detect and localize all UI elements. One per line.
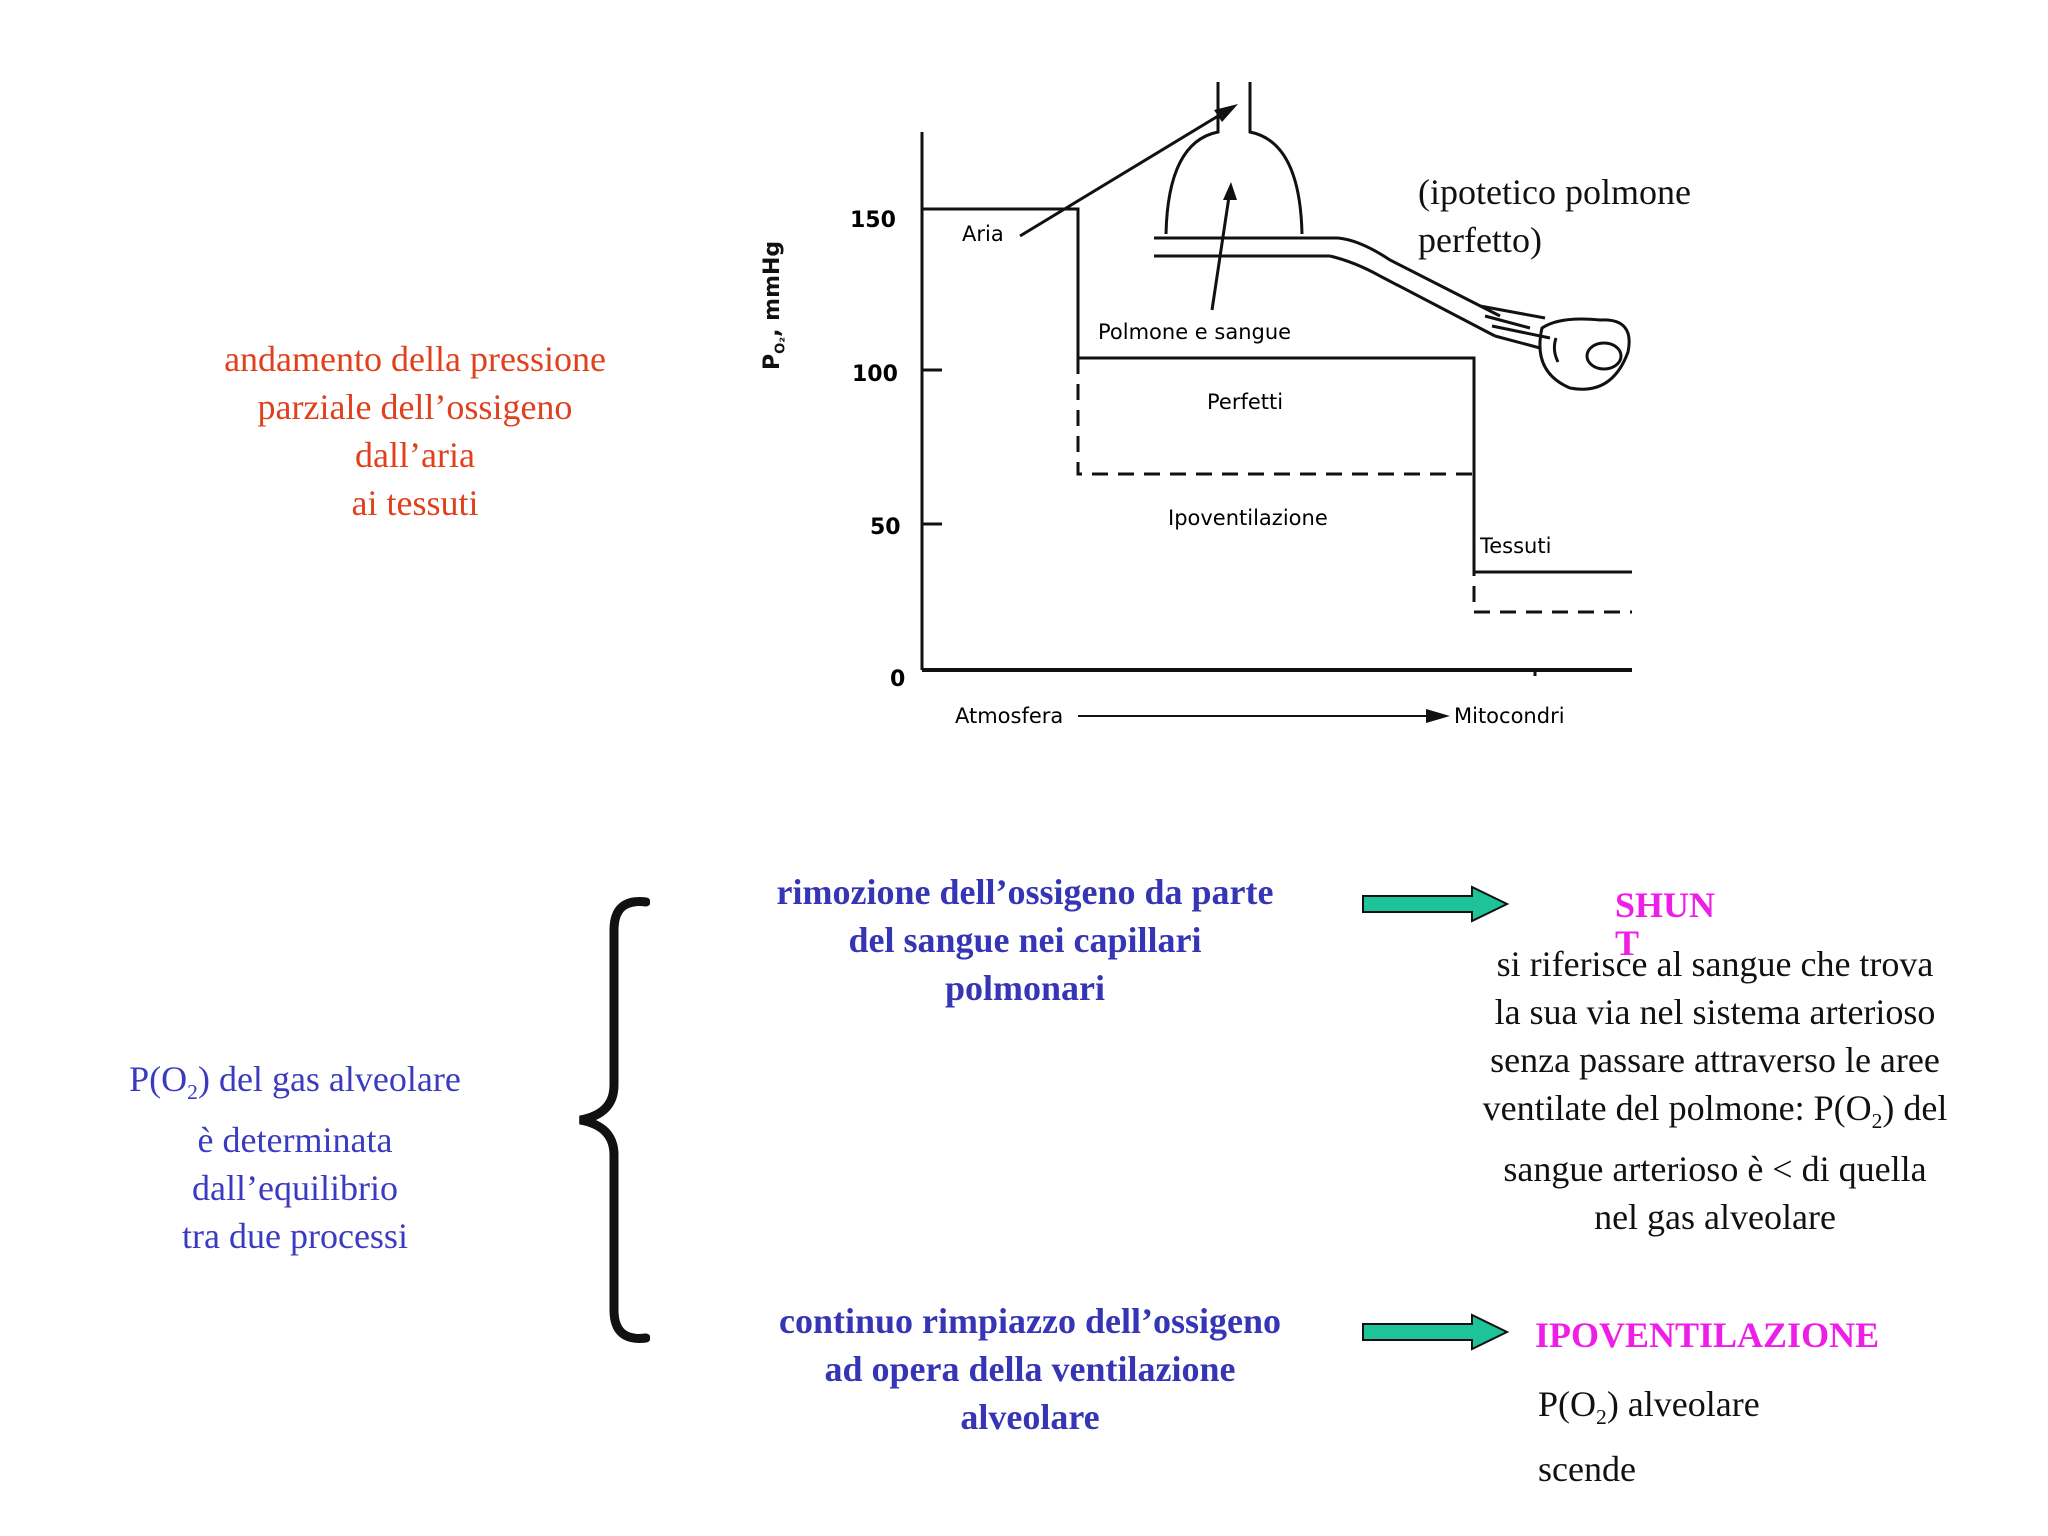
- shunt-line: ventilate del polmone: P(O2) del: [1445, 1084, 1985, 1145]
- label-polmone-sangue: Polmone e sangue: [1098, 320, 1292, 344]
- label-atmosfera: Atmosfera: [955, 704, 1064, 728]
- y-axis-unit: mmHg: [760, 240, 785, 321]
- figure-caption: (ipotetico polmone perfetto): [1418, 168, 1691, 264]
- title-line: dall’aria: [355, 435, 475, 475]
- left-line: dall’equilibrio: [192, 1168, 398, 1209]
- shunt-line: nel gas alveolare: [1594, 1197, 1836, 1238]
- y-axis-symbol: P: [760, 353, 785, 370]
- caption-line: perfetto): [1418, 220, 1542, 260]
- label-tessuti: Tessuti: [1480, 534, 1552, 558]
- left-line: P(O2) del gas alveolare: [80, 1055, 510, 1116]
- label-aria: Aria: [962, 222, 1004, 246]
- left-line-sub: 2: [187, 1080, 198, 1105]
- left-line-post: ) del gas alveolare: [197, 1059, 461, 1099]
- label-mitocondri: Mitocondri: [1454, 704, 1565, 728]
- label-perfetti: Perfetti: [1207, 390, 1284, 414]
- shunt-line-sub: 2: [1871, 1109, 1883, 1134]
- curly-brace: [579, 897, 650, 1343]
- tick-50: 50: [870, 515, 901, 540]
- y-axis-subscript: O₂: [773, 336, 789, 354]
- arrow-right-icon: [1362, 1313, 1510, 1351]
- arrow-right-icon: [1362, 885, 1510, 923]
- shunt-title: SHUNT: [1615, 885, 1716, 963]
- slide-title: andamento della pressione parziale dell’…: [150, 335, 680, 527]
- process-line: rimozione dell’ossigeno da parte: [776, 872, 1274, 912]
- y-axis-label: PO₂, mmHg: [760, 240, 789, 370]
- ipo-line-sub: 2: [1596, 1405, 1607, 1430]
- label-ipoventilazione: Ipoventilazione: [1168, 506, 1328, 530]
- process-line: continuo rimpiazzo dell’ossigeno: [779, 1301, 1281, 1341]
- tick-150: 150: [850, 208, 896, 233]
- process-line: alveolare: [960, 1397, 1100, 1437]
- ipo-line-post: ) alveolare: [1606, 1384, 1760, 1424]
- shunt-line: senza passare attraverso le aree: [1490, 1040, 1940, 1080]
- perfect-curve: [922, 207, 1632, 574]
- process-removal: rimozione dell’ossigeno da parte del san…: [725, 868, 1325, 1012]
- po2-diagram: [920, 82, 1632, 723]
- title-line: andamento della pressione: [224, 339, 606, 379]
- caption-line: (ipotetico polmone: [1418, 172, 1691, 212]
- ipoventilazione-title: IPOVENTILAZIONE: [1535, 1315, 1880, 1355]
- left-line: è determinata: [197, 1120, 393, 1161]
- shunt-line: sangue arterioso è < di quella: [1503, 1149, 1927, 1190]
- ipoventilazione-description: P(O2) alveolare scende: [1538, 1378, 1838, 1495]
- title-line: ai tessuti: [351, 483, 479, 523]
- shunt-line-post: ) del: [1882, 1088, 1948, 1128]
- shunt-line: la sua via nel sistema arterioso: [1494, 992, 1936, 1032]
- alveolar-po2-text: P(O2) del gas alveolare è determinata da…: [80, 1055, 510, 1260]
- left-line: tra due processi: [182, 1216, 408, 1257]
- title-line: parziale dell’ossigeno: [257, 387, 573, 427]
- process-line: del sangue nei capillari: [848, 920, 1202, 960]
- cell-icon: [1538, 317, 1631, 391]
- shunt-line: si riferisce al sangue che trova: [1496, 944, 1934, 984]
- process-line: ad opera della ventilazione: [824, 1349, 1236, 1389]
- process-replacement: continuo rimpiazzo dell’ossigeno ad oper…: [730, 1297, 1330, 1441]
- process-line: polmonari: [944, 968, 1105, 1008]
- ipo-line: scende: [1538, 1449, 1636, 1490]
- tick-100: 100: [852, 362, 898, 387]
- ipo-line: P(O2) alveolare: [1538, 1378, 1838, 1443]
- lung-icon: [1164, 82, 1304, 235]
- ipo-line-pre: P(O: [1538, 1384, 1597, 1424]
- shunt-description: si riferisce al sangue che trova la sua …: [1445, 940, 1985, 1241]
- hypoventilation-curve: [1076, 358, 1632, 614]
- tick-0: 0: [890, 667, 906, 692]
- left-line-pre: P(O: [129, 1059, 188, 1099]
- shunt-line-pre: ventilate del polmone: P(O: [1482, 1088, 1872, 1128]
